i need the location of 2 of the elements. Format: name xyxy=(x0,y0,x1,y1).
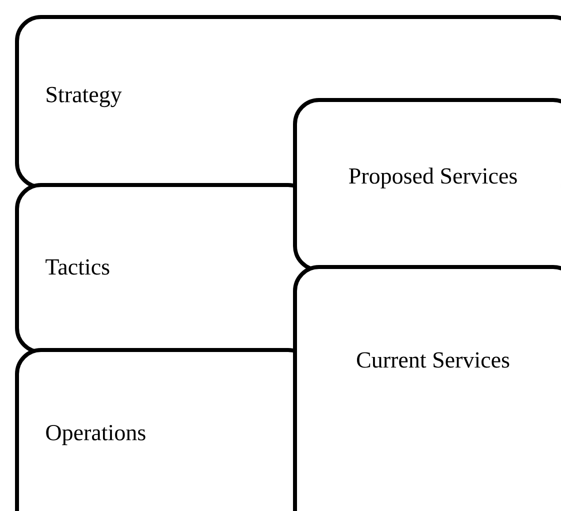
rounded-box: Current Services xyxy=(293,265,561,511)
rounded-box: Tactics xyxy=(15,183,314,354)
